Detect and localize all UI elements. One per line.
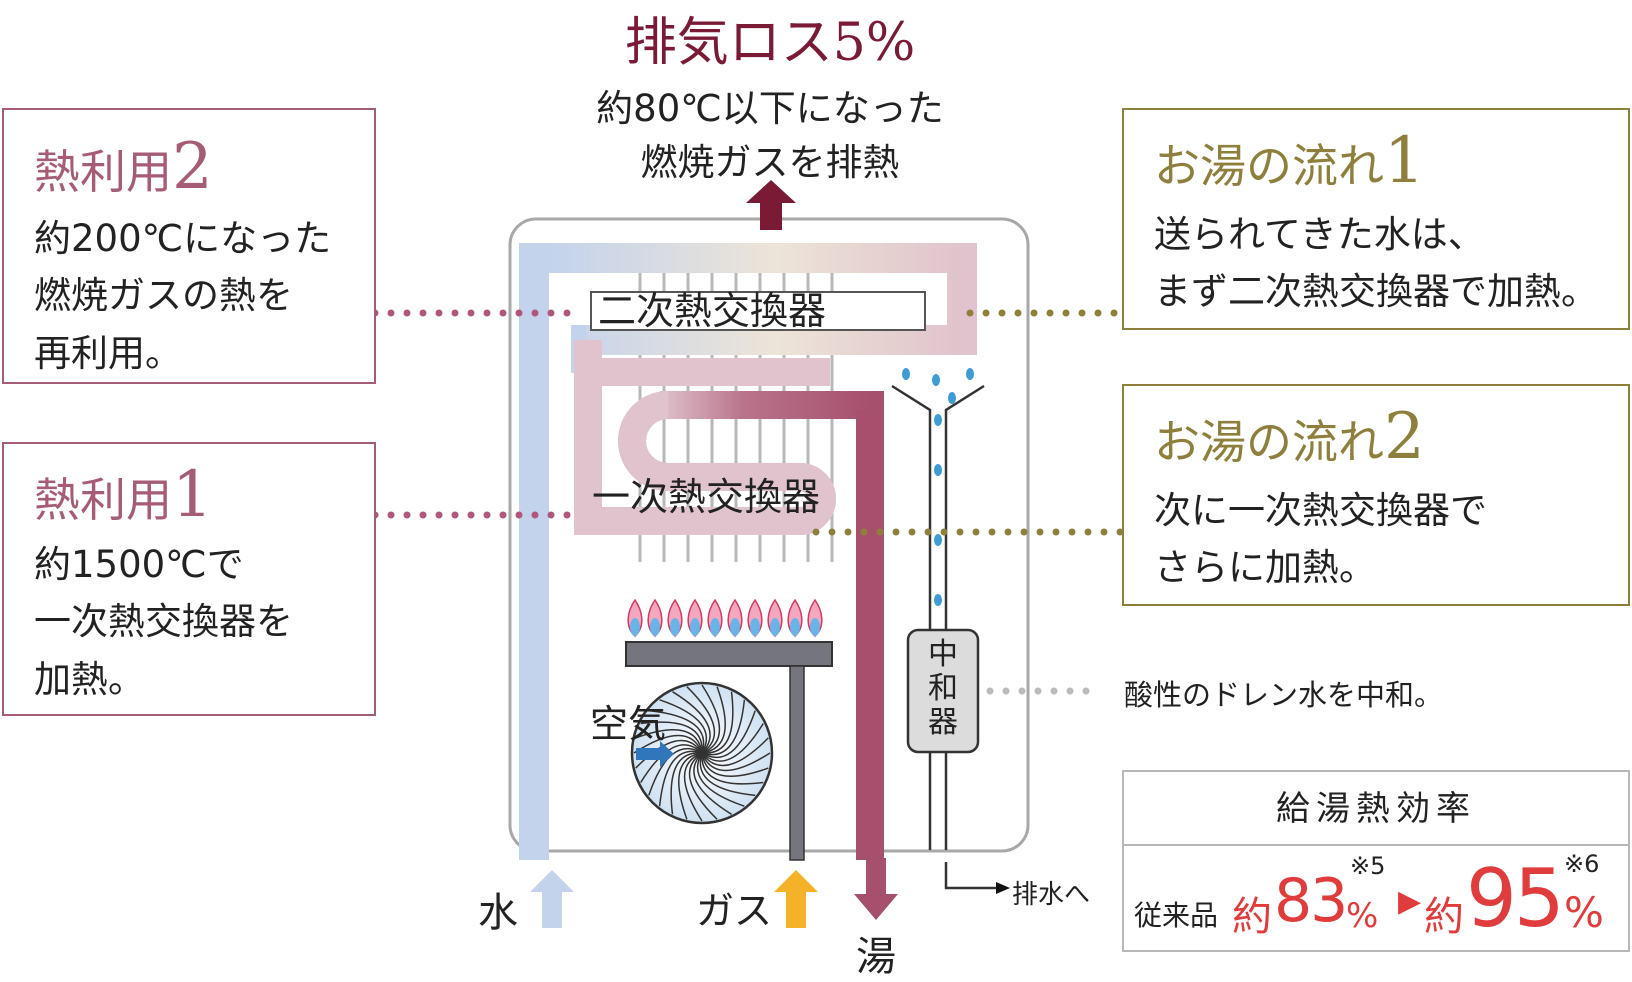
secondary-exchanger-label: 二次熱交換器 bbox=[598, 289, 827, 333]
fan-blade bbox=[701, 699, 746, 756]
hot-water-flow-2-body: 次に一次熱交換器で さらに加熱。 bbox=[1154, 489, 1487, 590]
fan-blade bbox=[693, 752, 732, 815]
gas-pipe bbox=[789, 665, 805, 861]
heat-use-2-body: 約200℃になった 燃焼ガスの熱を 再利用。 bbox=[34, 217, 332, 375]
secondary-exchanger bbox=[590, 291, 926, 331]
neutralizer-box bbox=[906, 628, 980, 754]
water-label: 水 bbox=[478, 890, 518, 936]
new-value: 95 bbox=[1466, 852, 1565, 945]
fan-blade bbox=[699, 752, 756, 797]
drain-funnel bbox=[891, 384, 1000, 890]
fan-blade bbox=[696, 752, 745, 807]
fan-blade bbox=[640, 721, 703, 754]
hot-water-flow-2-box: お湯の流れ2 次に一次熱交換器で さらに加熱。 bbox=[1122, 384, 1630, 606]
conventional-unit: % bbox=[1346, 896, 1379, 936]
fan-blade bbox=[659, 699, 708, 754]
exhaust-desc-line1: 約80℃以下になった bbox=[596, 87, 944, 130]
conventional-value: 83 bbox=[1274, 866, 1348, 936]
drain-drops bbox=[902, 368, 974, 606]
heat-use-1-title: 熱利用1 bbox=[34, 458, 213, 532]
fan-blade bbox=[672, 691, 711, 754]
drain-arrow-head bbox=[996, 882, 1010, 894]
air-fan bbox=[630, 681, 774, 825]
heat-use-1-body: 約1500℃で 一次熱交換器を 加熱。 bbox=[34, 543, 293, 701]
fan-blade bbox=[635, 729, 703, 754]
hot-water-flow-2-title: お湯の流れ2 bbox=[1154, 400, 1425, 474]
fan-blade bbox=[701, 723, 764, 762]
air-label: 空気 bbox=[590, 702, 667, 746]
neutralizer-note: 酸性のドレン水を中和。 bbox=[1124, 678, 1444, 712]
efficiency-arrow-icon: ▶ bbox=[1398, 884, 1422, 919]
fan-blade bbox=[670, 752, 703, 815]
conventional-prefix: 約 bbox=[1232, 894, 1272, 940]
fan-blade bbox=[701, 752, 764, 785]
exhaust-arrow bbox=[746, 180, 796, 230]
fan-blade bbox=[678, 752, 703, 820]
hot-water-label: 湯 bbox=[856, 934, 896, 980]
new-unit: % bbox=[1564, 888, 1604, 937]
fan-blade bbox=[701, 737, 769, 767]
leader-lines bbox=[371, 309, 1128, 695]
fan-blade bbox=[701, 710, 756, 759]
fan-blade bbox=[648, 709, 705, 754]
fan-blade bbox=[701, 752, 771, 772]
conventional-label: 従来品 bbox=[1134, 899, 1219, 932]
hot-water-flow-1-box: お湯の流れ1 送られてきた水は、 まず二次熱交換器で加熱。 bbox=[1122, 108, 1630, 330]
fan-blade bbox=[683, 752, 703, 822]
hot-water-flow-1-title: お湯の流れ1 bbox=[1154, 124, 1425, 198]
exhaust-loss-title: 排気ロス5% bbox=[624, 13, 916, 73]
fan-blade bbox=[640, 744, 703, 783]
air-arrow bbox=[636, 741, 674, 767]
heat-use-2-title: 熱利用2 bbox=[34, 130, 213, 204]
hot-water-outlet-arrow bbox=[854, 858, 898, 920]
burner-plate bbox=[625, 641, 833, 667]
conventional-note: ※5 bbox=[1350, 852, 1386, 880]
neutralizer-label: 中 和 器 bbox=[928, 637, 958, 740]
fan-blade bbox=[633, 734, 703, 754]
primary-exchanger-label: 一次熱交換器 bbox=[592, 475, 821, 519]
heat-use-2-box: 熱利用2 約200℃になった 燃焼ガスの熱を 再利用。 bbox=[2, 108, 376, 384]
drain-label: 排水へ bbox=[1012, 880, 1091, 910]
exhaust-desc-line2: 燃焼ガスを排熱 bbox=[640, 141, 900, 184]
new-prefix: 約 bbox=[1424, 894, 1464, 940]
burner-flames bbox=[627, 598, 823, 638]
heat-use-1-box: 熱利用1 約1500℃で 一次熱交換器を 加熱。 bbox=[2, 442, 376, 716]
new-note: ※6 bbox=[1564, 850, 1600, 878]
fan-blade bbox=[686, 686, 716, 754]
hot-water-flow-1-body: 送られてきた水は、 まず二次熱交換器で加熱。 bbox=[1154, 213, 1598, 314]
efficiency-box: 給湯熱効率 従来品 約 83 % ※5 ▶ 約 95 % ※6 bbox=[1122, 770, 1630, 952]
gas-label: ガス bbox=[696, 889, 773, 933]
water-inlet-arrow bbox=[530, 870, 574, 928]
fan-blade bbox=[701, 691, 734, 754]
efficiency-header: 給湯熱効率 bbox=[1124, 772, 1628, 846]
fan-blade bbox=[701, 684, 721, 754]
fan-blade bbox=[701, 752, 769, 777]
fan-blade bbox=[658, 750, 703, 807]
fan-blade bbox=[688, 752, 718, 820]
gas-inlet-arrow bbox=[774, 870, 818, 928]
fan-blade bbox=[701, 686, 726, 754]
